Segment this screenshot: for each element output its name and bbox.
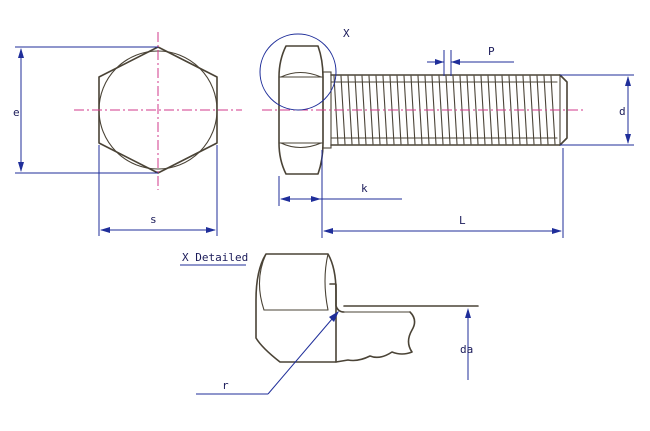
dimension-l: L [323,148,564,238]
label-d: d [619,105,626,118]
thread-crest-line [361,75,367,145]
label-l: L [459,214,466,227]
label-r: r [222,379,229,392]
detail-x-circle [259,33,337,111]
dimension-e: e [13,46,158,174]
label-p: P [488,45,495,58]
label-x: X [343,27,350,40]
label-k: k [361,182,368,195]
dimension-d: d [560,74,634,146]
label-x-detailed: X Detailed [182,251,248,264]
thread-crest-line [438,75,444,145]
detail-x-view: X Detailed r da [180,251,479,395]
thread-crest-line [473,75,479,145]
thread-crest-line [522,75,528,145]
label-e: e [13,106,20,119]
dimension-p: P [427,45,514,76]
bolt-end-chamfer [559,74,568,146]
detail-break-line [335,311,416,363]
bolt-side-view [262,45,585,175]
bolt-head [278,45,324,175]
dimension-k: k [278,150,402,238]
detail-x-marker: X [259,27,350,111]
thread-crest-line [487,75,493,145]
thread-crest-line [396,75,402,145]
detail-head [255,253,337,363]
detail-collar [329,283,345,313]
dimension-s: s [98,145,218,236]
label-s: s [150,213,157,226]
label-da: da [460,343,473,356]
thread-crest-line [347,75,353,145]
